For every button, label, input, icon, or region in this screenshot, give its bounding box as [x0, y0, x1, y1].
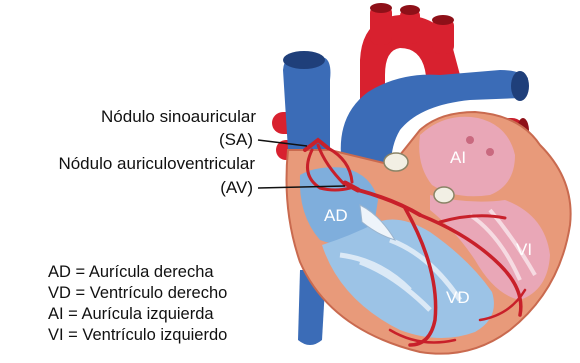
legend-item-vi: VI = Ventrículo izquierdo: [48, 325, 227, 346]
sa-node-abbr: (SA): [219, 130, 253, 150]
legend-item-ad: AD = Aurícula derecha: [48, 262, 227, 283]
sa-node-abbr-text: (SA): [219, 130, 253, 149]
chamber-label-ad: AD: [324, 206, 348, 225]
av-node-abbr-text: (AV): [220, 178, 253, 197]
chamber-label-ai: AI: [450, 148, 466, 167]
chamber-label-vi: VI: [516, 240, 532, 259]
av-node-abbr: (AV): [220, 178, 253, 198]
chamber-label-vd: VD: [446, 288, 470, 307]
aortic-valve: [384, 153, 408, 171]
legend-item-ai: AI = Aurícula izquierda: [48, 304, 227, 325]
sa-node-label: Nódulo sinoauricular: [101, 107, 256, 127]
mitral-valve: [434, 187, 454, 203]
sa-node-name: Nódulo sinoauricular: [101, 107, 256, 126]
av-node-name: Nódulo auriculoventricular: [58, 154, 255, 173]
legend-item-vd: VD = Ventrículo derecho: [48, 283, 227, 304]
av-node-label: Nódulo auriculoventricular: [58, 154, 255, 174]
legend: AD = Aurícula derecha VD = Ventrículo de…: [48, 262, 227, 346]
